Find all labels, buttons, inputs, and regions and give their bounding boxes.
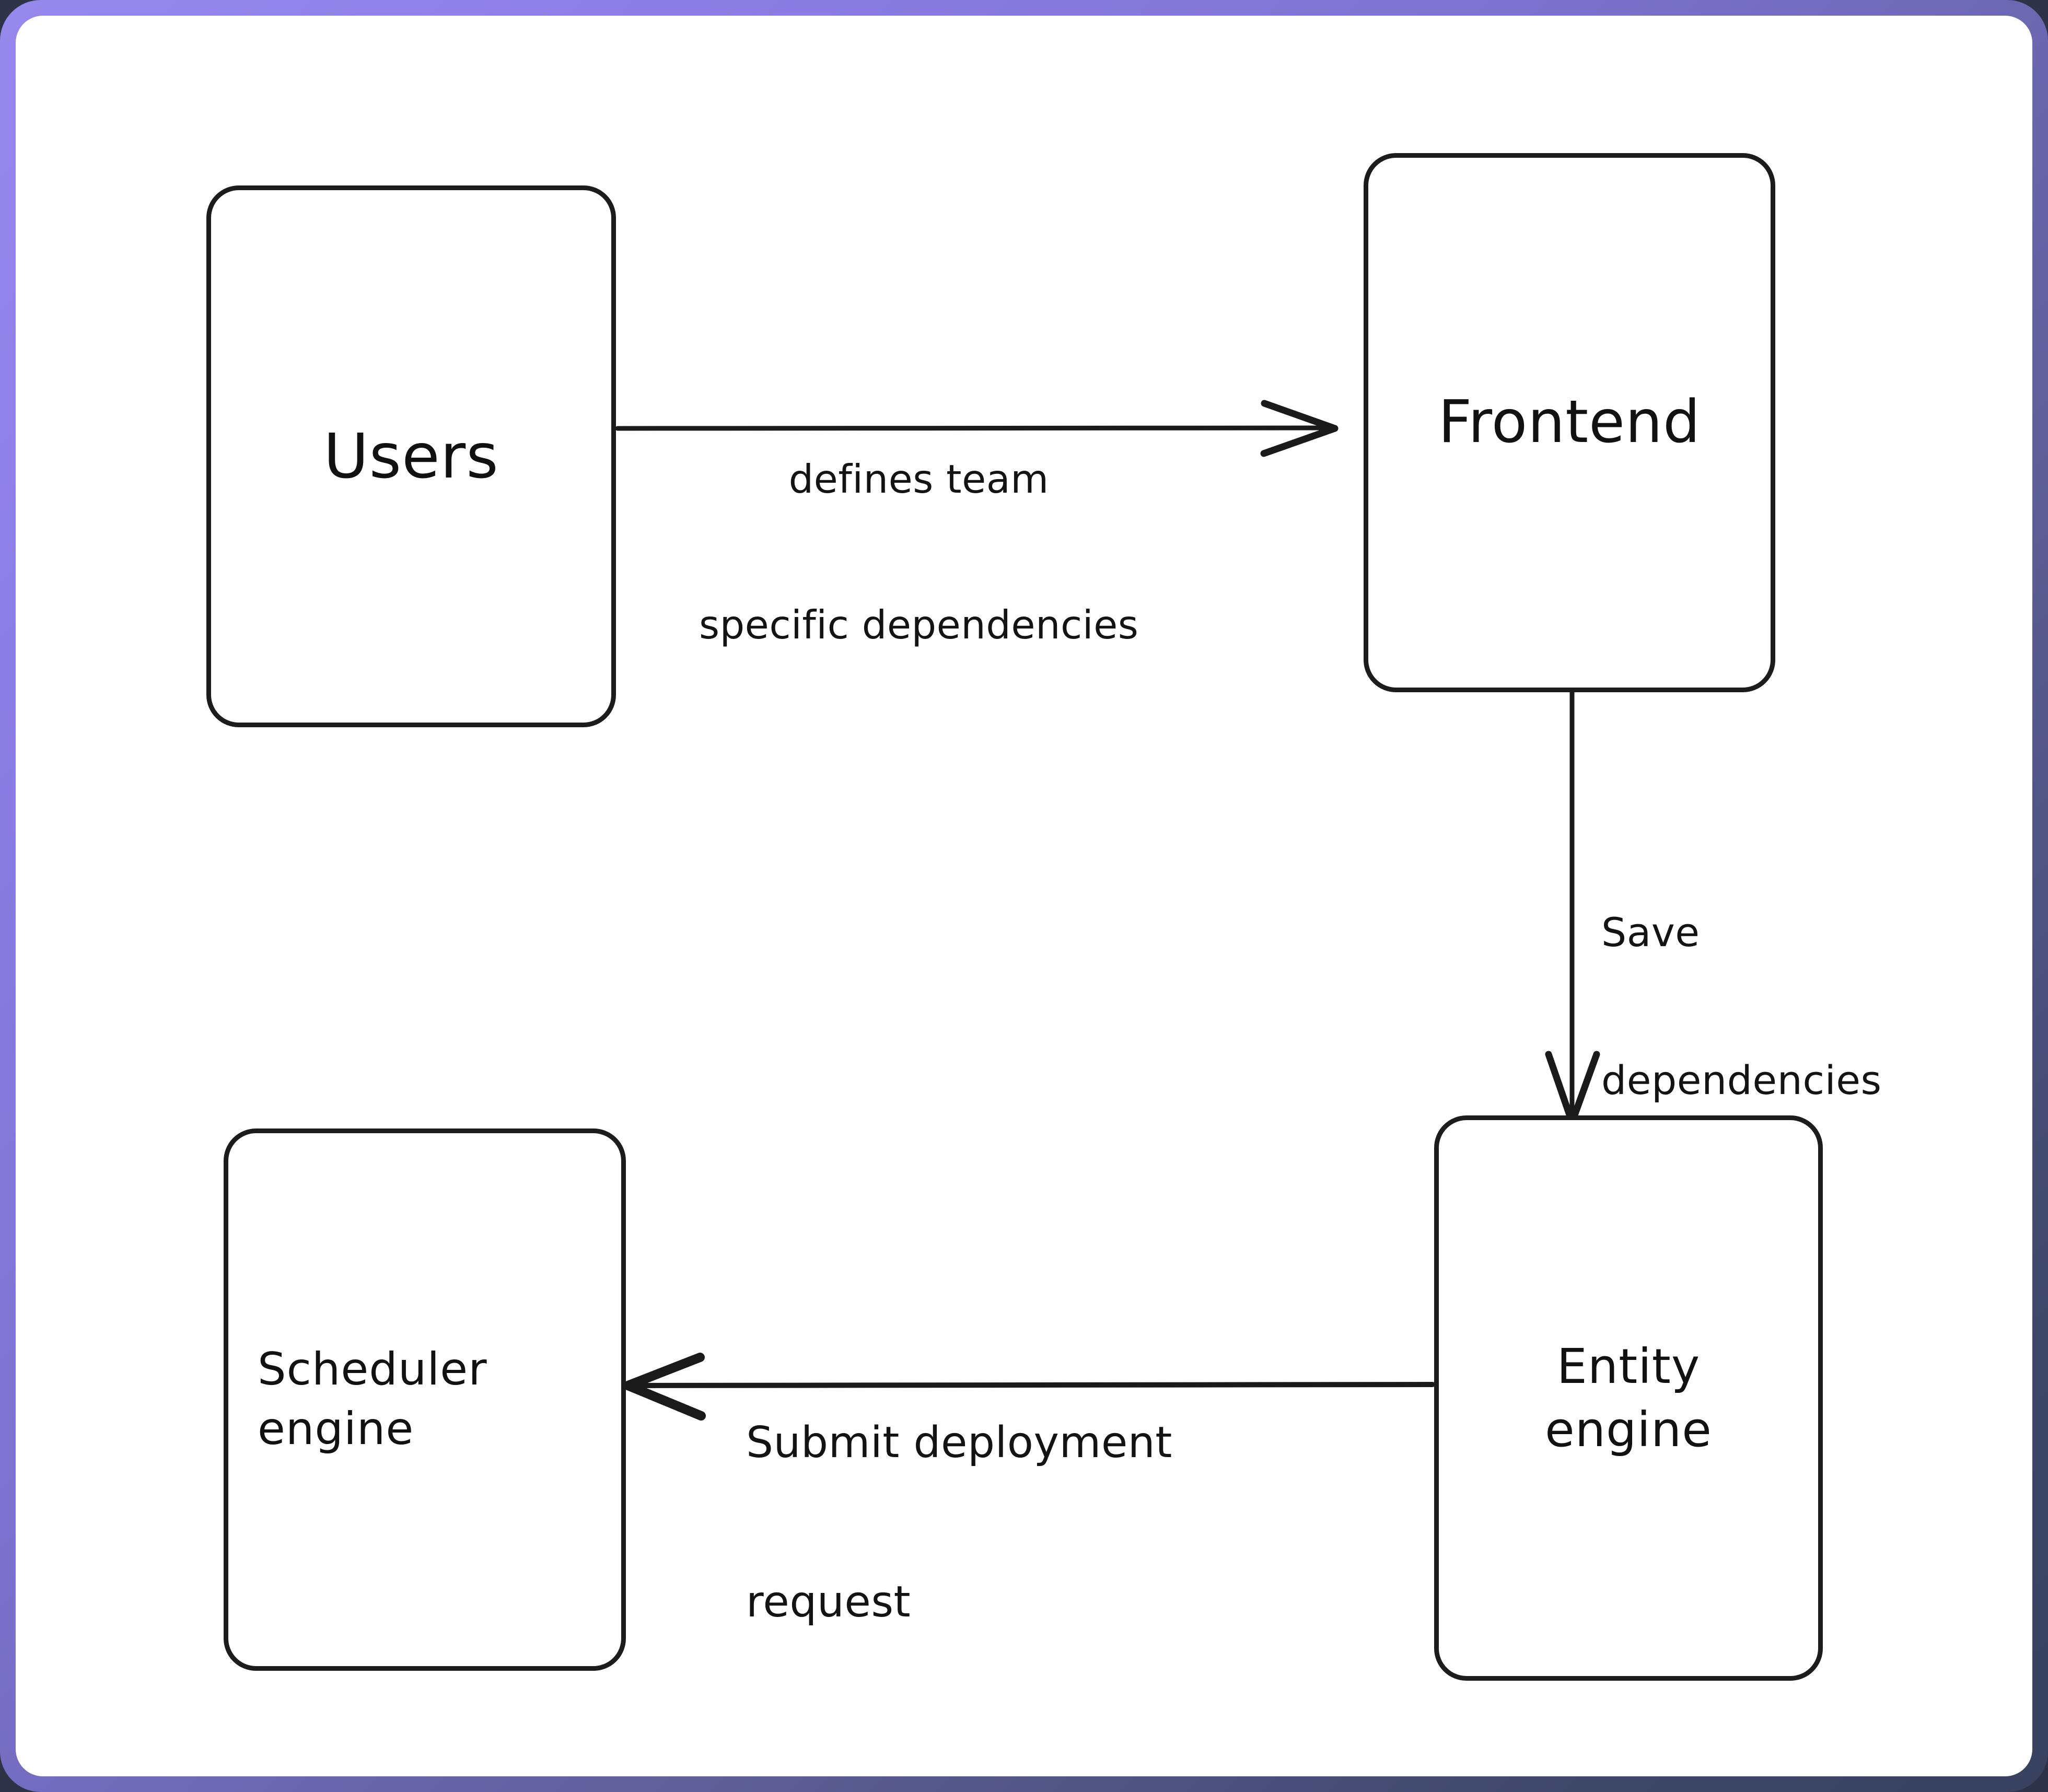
edge-label-line2: dependencies	[1601, 1057, 1882, 1104]
edge-label-line1: defines team	[788, 456, 1049, 502]
edge-label-users-to-frontend: defines team specific dependencies	[699, 358, 1138, 747]
edge-line-entity-scheduler	[630, 1382, 1435, 1388]
edge-label-entity-to-scheduler: Submit deployment request	[746, 1310, 1172, 1735]
edge-entity-to-scheduler	[623, 1353, 1435, 1421]
arrowhead-left-icon	[623, 1353, 706, 1421]
edge-frontend-to-entity	[1545, 688, 1600, 1126]
node-users-label: Users	[323, 420, 499, 492]
node-frontend[interactable]: Frontend	[1364, 153, 1775, 692]
node-users[interactable]: Users	[206, 185, 616, 727]
edge-label-line2: request	[746, 1577, 911, 1627]
edge-label-frontend-to-entity: Save dependencies	[1601, 810, 1882, 1204]
arrowhead-down-icon	[1545, 1051, 1600, 1126]
edge-label-line2: specific dependencies	[699, 602, 1139, 648]
node-frontend-label: Frontend	[1438, 388, 1701, 457]
edge-label-line1: Save	[1601, 909, 1700, 956]
edge-label-line1: Submit deployment	[746, 1418, 1172, 1468]
edge-users-to-frontend	[615, 400, 1339, 457]
arrowhead-right-icon	[1260, 400, 1339, 457]
edge-layer	[615, 400, 1600, 1421]
